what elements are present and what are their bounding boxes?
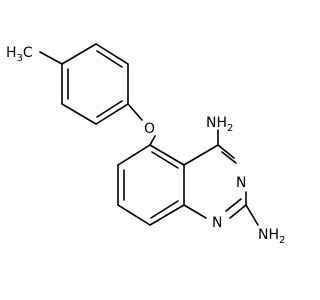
double-bond-inner [150,200,179,219]
bond [117,144,151,166]
amine-bottom-bond [245,204,259,226]
double-bond-outer [221,151,237,164]
bond [149,204,185,226]
bond [217,144,235,159]
bond [117,204,151,226]
ring-n-lower-label: N [212,215,222,231]
bond [229,204,247,219]
bond [61,103,97,125]
bond [95,103,129,125]
ether-bond-right [149,135,156,146]
bond [95,43,129,65]
methyl-label: H3C [6,45,33,64]
pyrimidine-ring [183,144,247,219]
methyl-bond [39,51,63,65]
amine-top-label: NH2 [206,115,233,134]
ether-bond-left [127,103,143,121]
ring-n-upper-label: N [236,175,246,191]
ether-oxygen-label: O [144,121,155,137]
double-bond-inner [151,151,179,169]
double-bond-inner [96,100,123,118]
molecule-drawing: H3C O NH2 N N NH2 [6,43,285,246]
amine-bottom-label: NH2 [258,227,285,246]
bond [183,144,219,166]
bond [149,144,185,166]
benzo-ring [117,144,185,226]
structure-canvas: H3C O NH2 N N NH2 [6,43,285,246]
bond [183,204,207,219]
double-bond-outer [225,198,242,212]
double-bond-inner [96,50,123,68]
bond [61,43,97,65]
toluene-ring [61,43,129,125]
